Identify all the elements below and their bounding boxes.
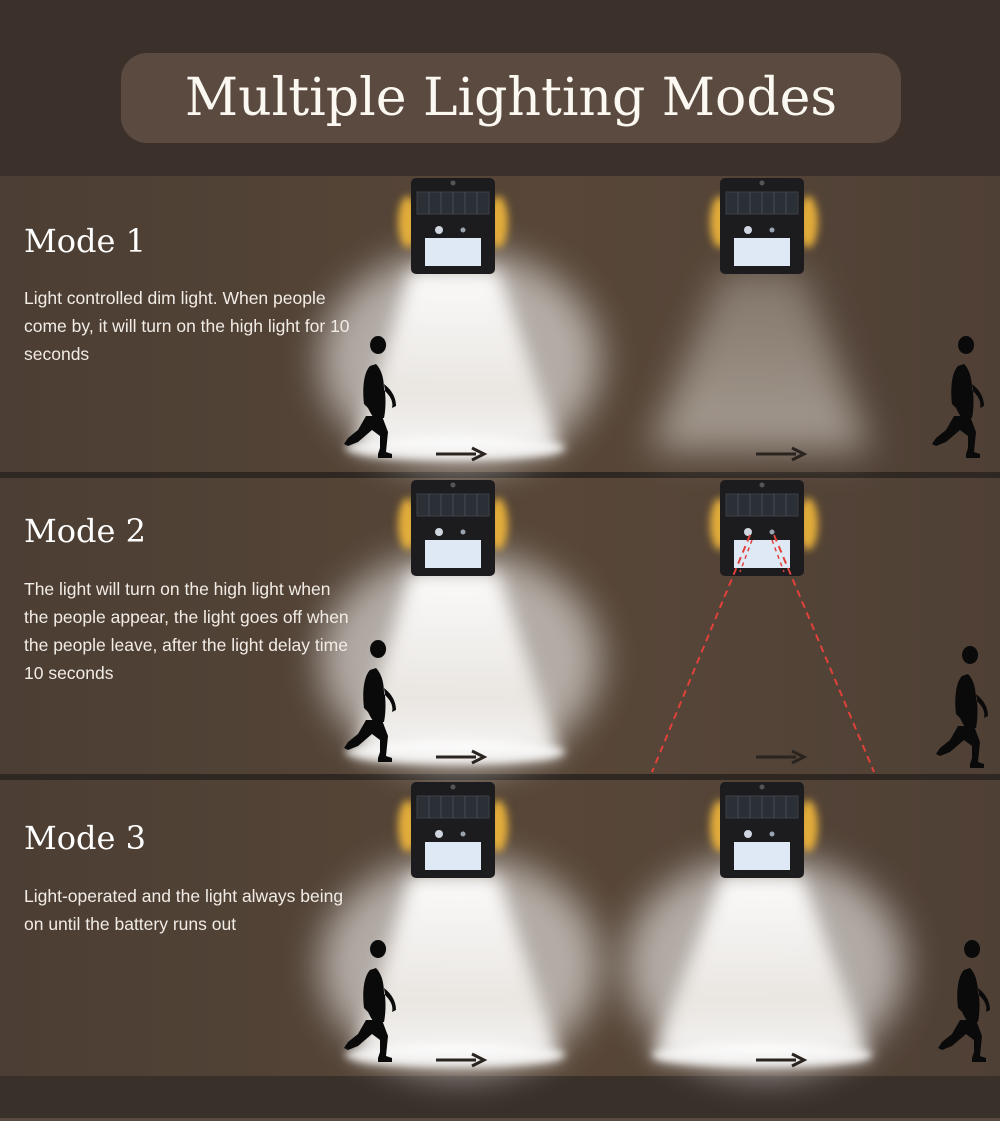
walking-person-icon [936, 646, 988, 768]
mode-2-scene [320, 479, 988, 773]
divider [0, 472, 1000, 478]
solar-lamp-icon [719, 479, 805, 577]
mode-3-title: Mode 3 [24, 819, 146, 857]
motion-sensor-beam-icon [651, 534, 875, 773]
walking-person-icon [932, 336, 984, 458]
mode-1-title: Mode 1 [24, 222, 146, 260]
mode-3-description: Light-operated and the light always bein… [24, 886, 344, 934]
mode-1-scene [320, 177, 984, 470]
mode-3-scene [320, 781, 990, 1075]
solar-lamp-icon [410, 479, 496, 577]
walking-person-icon [938, 940, 990, 1062]
solar-lamp-icon [410, 177, 496, 275]
divider [0, 774, 1000, 780]
solar-lamp-icon [410, 781, 496, 879]
mode-1-description: Light controlled dim light. When people … [24, 288, 350, 364]
bottom-band [0, 1076, 1000, 1121]
page-title: Multiple Lighting Modes [184, 68, 838, 128]
title-banner: Multiple Lighting Modes [121, 53, 901, 143]
bottom-strip [0, 1118, 1000, 1121]
solar-lamp-icon [719, 177, 805, 275]
solar-lamp-icon [719, 781, 805, 879]
arrow-right-icon [754, 749, 806, 765]
mode-2-description: The light will turn on the high light wh… [24, 579, 349, 683]
mode-2-title: Mode 2 [24, 512, 146, 550]
